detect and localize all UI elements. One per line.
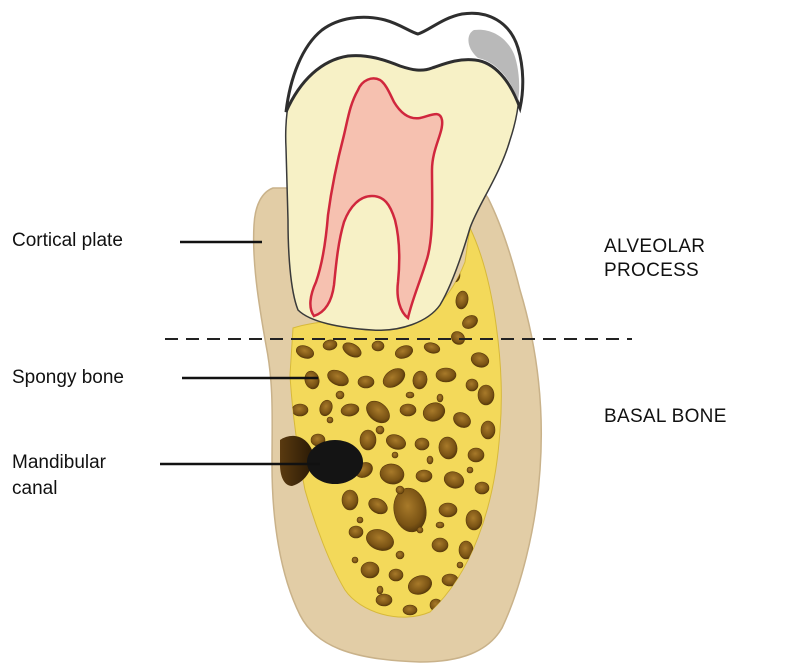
trabecular-space xyxy=(427,456,433,464)
trabecular-space xyxy=(467,467,473,473)
trabecular-space xyxy=(360,430,376,450)
trabecular-space xyxy=(466,379,478,391)
trabecular-space xyxy=(327,417,333,423)
trabecular-space xyxy=(352,557,358,563)
trabecular-space xyxy=(439,503,457,517)
trabecular-space xyxy=(342,490,358,510)
trabecular-space xyxy=(457,562,463,568)
trabecular-space xyxy=(396,486,404,494)
mandibular-canal-shape xyxy=(307,440,363,484)
trabecular-space xyxy=(357,517,363,523)
trabecular-space xyxy=(481,421,495,439)
trabecular-space xyxy=(417,527,423,533)
alveolar-process-label-line1: ALVEOLAR xyxy=(604,236,705,258)
trabecular-space xyxy=(416,470,432,482)
spongy-bone-label: Spongy bone xyxy=(12,367,124,389)
trabecular-space xyxy=(372,341,384,351)
trabecular-space xyxy=(336,391,344,399)
trabecular-space xyxy=(403,605,417,615)
trabecular-space xyxy=(349,526,363,538)
mandibular-canal-label-line2: canal xyxy=(12,478,57,500)
alveolar-process-label-line2: PROCESS xyxy=(604,260,699,282)
trabecular-space xyxy=(468,448,484,462)
trabecular-space xyxy=(400,404,416,416)
basal-bone-label: BASAL BONE xyxy=(604,406,727,428)
trabecular-space xyxy=(415,438,429,450)
trabecular-space xyxy=(475,482,489,494)
cortical-plate-label: Cortical plate xyxy=(12,230,123,252)
trabecular-space xyxy=(358,376,374,388)
trabecular-space xyxy=(437,394,443,402)
trabecular-space xyxy=(436,522,444,528)
trabecular-space xyxy=(377,586,383,594)
trabecular-space xyxy=(466,510,482,530)
trabecular-space xyxy=(376,594,392,606)
trabecular-space xyxy=(392,452,398,458)
trabecular-space xyxy=(389,569,403,581)
trabecular-space xyxy=(432,538,448,552)
trabecular-space xyxy=(376,426,384,434)
mandibular-canal-label-line1: Mandibular xyxy=(12,452,106,474)
trabecular-space xyxy=(406,392,414,398)
trabecular-space xyxy=(478,385,494,405)
trabecular-space xyxy=(292,404,308,416)
trabecular-space xyxy=(396,551,404,559)
trabecular-space xyxy=(361,562,379,578)
trabecular-space xyxy=(436,368,456,382)
